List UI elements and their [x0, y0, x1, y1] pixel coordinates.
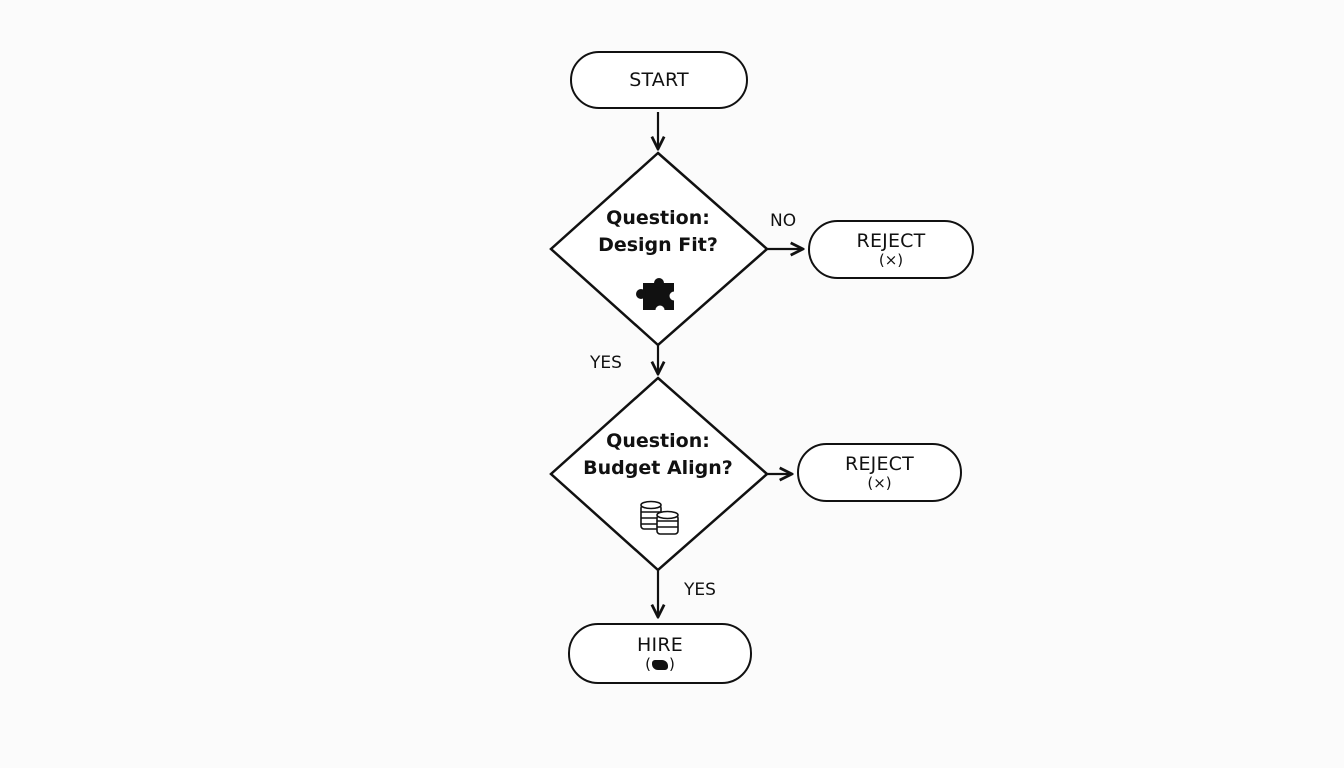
hire-label: HIRE	[637, 634, 683, 656]
question-budget-align-text: Question: Budget Align?	[583, 430, 733, 479]
edge-label-yes-1: YES	[590, 353, 622, 373]
edge-label-no: NO	[770, 211, 797, 231]
question-design-fit-text: Question: Design Fit?	[598, 207, 718, 256]
handshake-icon	[652, 659, 668, 670]
reject-x-icon: (×)	[878, 251, 904, 269]
reject-node-budget: REJECT (×)	[797, 443, 962, 502]
hire-node: HIRE ()	[568, 623, 752, 684]
reject-x-icon: (×)	[867, 474, 892, 492]
puzzle-piece-icon	[636, 278, 679, 315]
reject-label: REJECT	[856, 230, 926, 252]
start-node: START	[570, 51, 748, 109]
reject-node-design: REJECT (×)	[808, 220, 974, 279]
edge-label-yes-2: YES	[684, 580, 716, 600]
decision-budget-align	[549, 376, 769, 572]
hire-handshake: ()	[645, 655, 675, 673]
decision-design-fit	[549, 151, 769, 347]
reject-label: REJECT	[845, 453, 914, 475]
start-label: START	[629, 68, 689, 91]
coin-stacks-icon	[640, 500, 679, 535]
